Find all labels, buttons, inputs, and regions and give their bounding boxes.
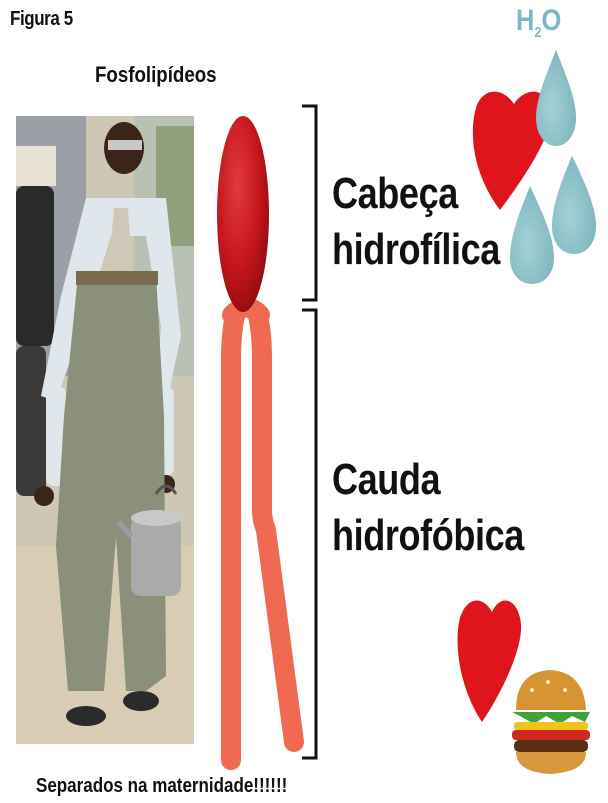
caption: Separados na maternidade!!!!!! — [36, 775, 287, 798]
water-drop-icon — [536, 50, 576, 146]
head-label-line2: hidrofílica — [332, 222, 500, 278]
head-label-line1: Cabeça — [332, 166, 500, 222]
water-drop-icon — [552, 156, 596, 254]
hydrophilic-head — [217, 116, 269, 312]
tail-bracket — [302, 310, 316, 758]
heart-icon — [458, 601, 522, 722]
tail-label: Cauda hidrofóbica — [332, 452, 524, 564]
hydrophobic-tail — [231, 308, 294, 761]
tail-label-line2: hidrofóbica — [332, 508, 524, 564]
tail-label-line1: Cauda — [332, 452, 524, 508]
head-label: Cabeça hidrofílica — [332, 166, 500, 278]
hamburger-icon — [512, 670, 590, 774]
head-bracket — [302, 106, 316, 300]
water-drop-icon — [510, 186, 554, 284]
